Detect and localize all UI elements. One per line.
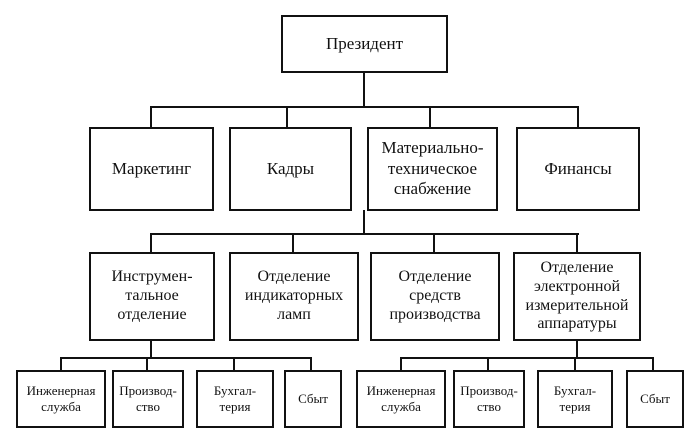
unit-left-accounting-box: Бухгал- терия [196,370,274,428]
connector [292,233,294,253]
connector [363,72,365,106]
division-indicator-lamps-box: Отделение индикаторных ламп [229,252,359,341]
division-tooling-box: Инструмен- тальное отделение [89,252,215,341]
connector [400,357,654,359]
unit-right-accounting-box: Бухгал- терия [537,370,613,428]
connector [150,106,152,128]
unit-right-engineering-box: Инженерная служба [356,370,446,428]
unit-right-production-box: Производ- ство [453,370,525,428]
connector [429,106,431,128]
division-electronic-instruments-box: Отделение электронной измерительной аппа… [513,252,641,341]
unit-left-sales-box: Сбыт [284,370,342,428]
connector [150,233,579,235]
connector [60,357,312,359]
connector [652,357,654,371]
department-marketing-box: Маркетинг [89,127,214,211]
connector [574,357,576,371]
connector [577,106,579,128]
president-box: Президент [281,15,448,73]
connector [310,357,312,371]
connector [286,106,288,128]
unit-left-engineering-box: Инженерная служба [16,370,106,428]
connector [146,357,148,371]
unit-left-production-box: Производ- ство [112,370,184,428]
connector [576,233,578,253]
department-personnel-box: Кадры [229,127,352,211]
department-finance-box: Финансы [516,127,640,211]
unit-right-sales-box: Сбыт [626,370,684,428]
connector [433,233,435,253]
division-production-means-box: Отделение средств производства [370,252,500,341]
department-supply-box: Материально- техническое снабжение [367,127,498,211]
connector [487,357,489,371]
connector [150,106,579,108]
connector [150,233,152,253]
connector [363,210,365,234]
connector [150,340,152,358]
connector [60,357,62,371]
connector [233,357,235,371]
connector [576,340,578,358]
connector [400,357,402,371]
